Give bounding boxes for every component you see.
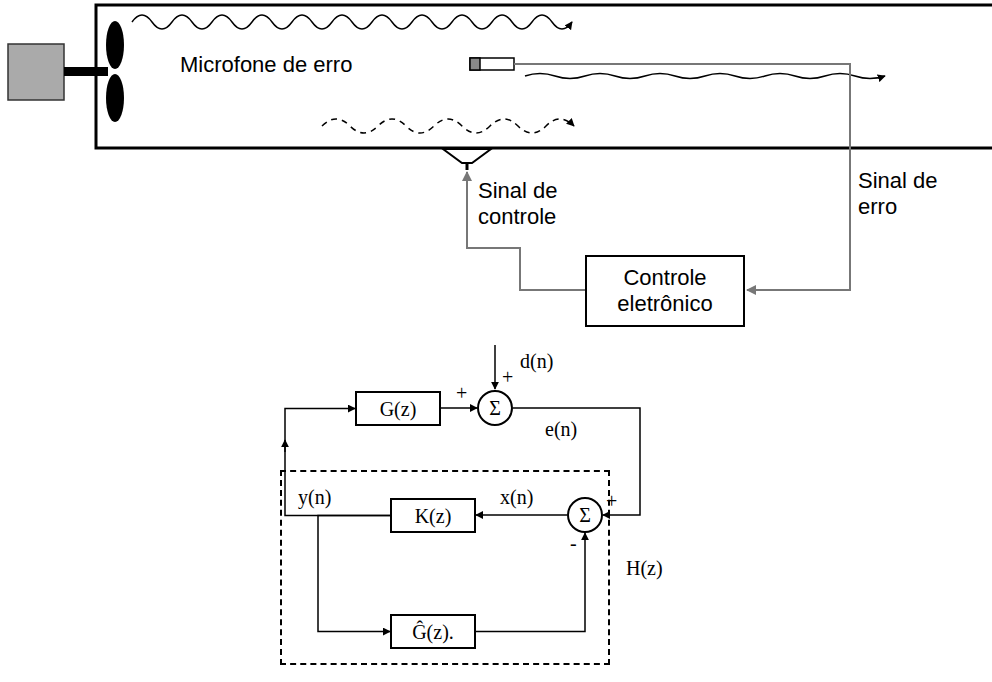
box-text: K(z)	[415, 505, 452, 527]
controller-box: Controle eletrônico	[585, 255, 745, 327]
signal-name: e(n)	[545, 418, 577, 440]
box-text: Σ	[489, 397, 501, 419]
transfer-function-box: K(z)	[390, 498, 476, 533]
signal-name: d(n)	[520, 350, 553, 372]
signal-connector	[318, 516, 390, 632]
transfer-function-box: Ĝ(z).	[390, 614, 476, 649]
part-label: Microfone de erro	[180, 52, 352, 78]
sign-symbol: +	[502, 366, 513, 388]
propeller-blade	[106, 74, 124, 122]
propeller-blade	[106, 21, 124, 69]
transfer-function-box: G(z)	[355, 391, 441, 426]
sign-symbol: +	[456, 382, 467, 404]
shaft	[64, 67, 108, 76]
signal-connector	[476, 533, 585, 632]
anti-noise-wave	[322, 119, 574, 133]
sign-symbol: -	[570, 532, 577, 554]
box-text: Σ	[579, 504, 591, 526]
motor	[8, 44, 64, 100]
box-text: Controle eletrônico	[592, 265, 738, 317]
noise-wave	[132, 15, 572, 29]
disturbance-arrow	[494, 345, 496, 389]
duct	[96, 5, 992, 148]
summing-junction: Σ	[567, 497, 603, 533]
sign-symbol: +	[606, 490, 617, 512]
loudspeaker-stem	[466, 163, 469, 170]
signal-connector	[476, 514, 567, 516]
signal-label: Sinal de erro	[858, 168, 958, 220]
signal-connector	[441, 407, 477, 409]
loudspeaker	[443, 149, 491, 163]
microphone	[470, 58, 514, 70]
signal-name: x(n)	[500, 486, 533, 508]
microphone-head	[470, 58, 480, 70]
box-text: Ĝ(z).	[412, 621, 454, 643]
summing-junction: Σ	[477, 390, 513, 426]
signal-label: Sinal de controle	[478, 178, 583, 230]
residual-wave	[525, 74, 885, 79]
box-text: G(z)	[380, 398, 417, 420]
block-label: H(z)	[626, 557, 663, 579]
control-signal-wire	[467, 172, 585, 290]
signal-name: y(n)	[298, 486, 331, 508]
